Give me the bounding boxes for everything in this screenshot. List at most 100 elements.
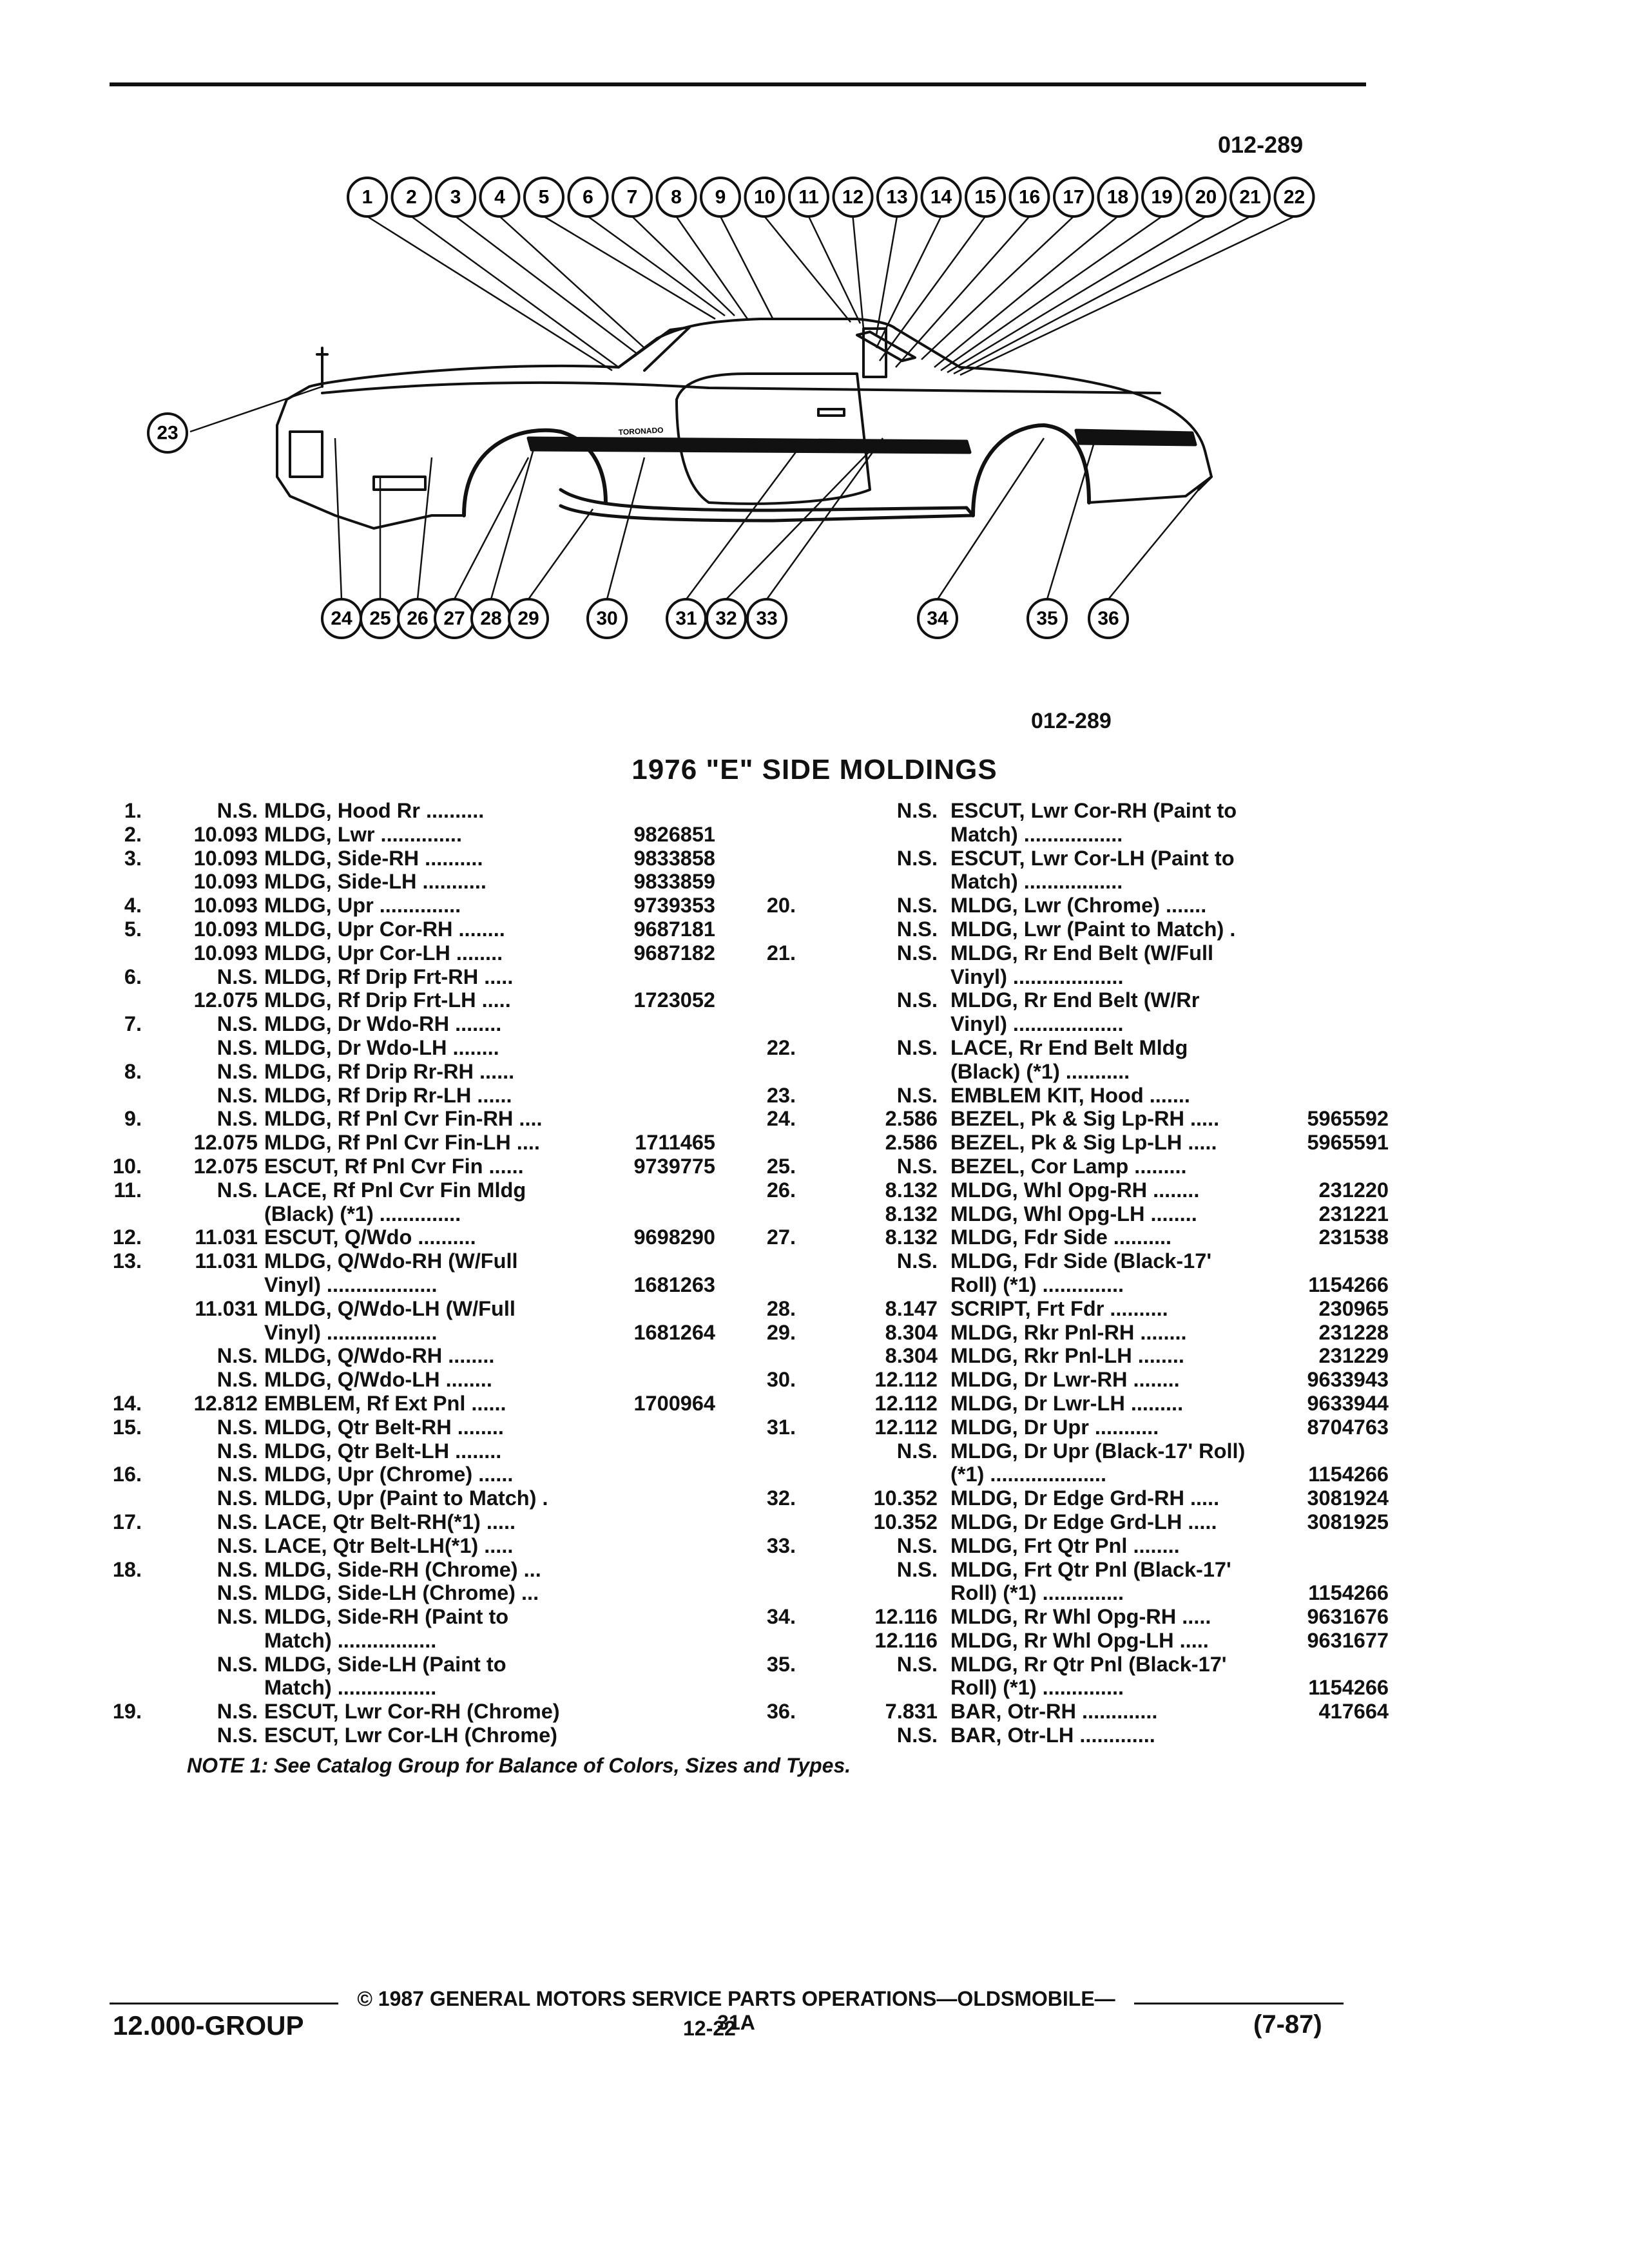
item-description: ESCUT, Lwr Cor-LH (Paint to (950, 847, 1235, 870)
item-keyword: MLDG, (950, 1652, 1018, 1676)
svg-text:16: 16 (1019, 187, 1040, 208)
item-description: MLDG, Qtr Belt-LH ........ (264, 1439, 501, 1463)
item-text: Qtr Belt-LH(*1) ..... (327, 1533, 514, 1557)
item-keyword: ESCUT, (264, 1154, 339, 1178)
item-keyword: MLDG, (950, 1344, 1018, 1368)
item-keyword: MLDG, (950, 1391, 1018, 1415)
item-pn: 9698290 (633, 1225, 715, 1249)
item-text: Rf Pnl Cvr Fin ...... (338, 1154, 524, 1178)
item-text: Fdr Side (Black-17' (1017, 1249, 1212, 1273)
item-description: MLDG, Fdr Side (Black-17' (950, 1249, 1211, 1273)
item-keyword: LACE, (264, 1178, 327, 1202)
item-num: 14. (112, 1391, 142, 1415)
item-grp: 8.132 (885, 1178, 938, 1202)
svg-text:15: 15 (974, 187, 996, 208)
item-description: MLDG, Rf Pnl Cvr Fin-LH .... (264, 1131, 540, 1155)
item-text: Side-LH ........... (331, 870, 487, 894)
item-text: Rf Pnl Cvr Fin-RH .... (331, 1107, 543, 1131)
item-pn: 3081925 (1307, 1510, 1389, 1533)
list-item: N.S.MLDG, Qtr Belt-LH ........ (103, 1439, 747, 1463)
svg-text:30: 30 (596, 608, 617, 629)
item-pn: 9739775 (633, 1154, 715, 1178)
item-keyword: MLDG, (950, 1225, 1018, 1249)
svg-text:18: 18 (1107, 187, 1128, 208)
item-description: Roll) (*1) .............. (950, 1581, 1124, 1605)
item-description: MLDG, Dr Edge Grd-LH ..... (950, 1510, 1217, 1534)
callout-26: 26 (397, 598, 438, 639)
item-keyword: MLDG, (950, 1510, 1018, 1533)
item-num: 26. (766, 1178, 796, 1202)
item-text: Otr-LH ............. (1001, 1724, 1155, 1747)
item-pn: 1700964 (633, 1391, 715, 1415)
item-text: Rf Pnl Cvr Fin Mldg (327, 1178, 526, 1202)
item-description: MLDG, Rr Qtr Pnl (Black-17' (950, 1653, 1227, 1677)
item-grp: N.S. (217, 1107, 258, 1131)
list-item: Match) ................. (757, 870, 1395, 894)
list-item: 23.N.S.EMBLEM KIT, Hood ....... (757, 1084, 1395, 1108)
item-num: 24. (766, 1107, 796, 1131)
item-num: 20. (766, 894, 796, 918)
item-text: Roll) (*1) .............. (950, 1273, 1124, 1296)
figure-ref-top: 012-289 (1218, 131, 1304, 158)
item-description: ESCUT, Lwr Cor-RH (Chrome) (264, 1700, 560, 1724)
item-num: 18. (112, 1557, 142, 1581)
item-text: (*1) .................... (950, 1463, 1106, 1486)
item-description: MLDG, Fdr Side .......... (950, 1225, 1171, 1249)
svg-text:7: 7 (627, 187, 638, 208)
item-grp: N.S. (217, 1581, 258, 1605)
item-text: Vinyl) ................... (950, 965, 1124, 988)
item-description: MLDG, Side-LH (Chrome) ... (264, 1581, 539, 1605)
list-item: 17.N.S.LACE, Qtr Belt-RH(*1) ..... (103, 1510, 747, 1534)
list-item: N.S.MLDG, Side-LH (Chrome) ... (103, 1581, 747, 1605)
footer-rule-right (1134, 2003, 1344, 2004)
item-description: MLDG, Side-RH (Paint to (264, 1605, 508, 1629)
item-text: Rr End Belt Mldg (1013, 1035, 1188, 1059)
callout-1: 1 (347, 177, 388, 218)
item-grp: N.S. (896, 1035, 938, 1059)
item-pn: 1711465 (635, 1131, 715, 1155)
callout-17: 17 (1053, 177, 1094, 218)
item-keyword: MLDG, (264, 894, 332, 918)
list-item: Roll) (*1) ..............1154266 (757, 1581, 1395, 1605)
item-description: MLDG, Rkr Pnl-RH ........ (950, 1321, 1187, 1345)
item-keyword: BEZEL, (950, 1131, 1025, 1155)
item-grp: N.S. (896, 799, 938, 822)
item-description: MLDG, Whl Opg-RH ........ (950, 1178, 1199, 1202)
item-text: Match) ................. (950, 822, 1123, 846)
svg-text:21: 21 (1239, 187, 1260, 208)
item-text: Upr (Paint to Match) . (331, 1486, 548, 1510)
item-num: 13. (112, 1249, 142, 1273)
list-item: Match) ................. (103, 1629, 747, 1653)
item-num: 11. (113, 1178, 142, 1202)
callout-20: 20 (1185, 177, 1227, 218)
item-keyword: BEZEL, (950, 1154, 1025, 1178)
callout-2: 2 (390, 177, 432, 218)
item-keyword: LACE, (264, 1510, 327, 1533)
footer-copyright: © 1987 GENERAL MOTORS SERVICE PARTS OPER… (357, 1987, 1115, 2034)
item-pn: 9631677 (1307, 1628, 1389, 1652)
item-pn: 9833859 (633, 870, 715, 894)
item-pn: 3081924 (1307, 1486, 1389, 1510)
item-grp: 12.812 (193, 1391, 258, 1415)
item-description: MLDG, Q/Wdo-LH ........ (264, 1368, 492, 1392)
item-grp: N.S. (896, 1557, 938, 1581)
item-num: 25. (766, 1154, 796, 1178)
item-keyword: MLDG, (264, 799, 332, 822)
item-pn: 9633944 (1307, 1391, 1389, 1415)
item-description: MLDG, Rf Pnl Cvr Fin-RH .... (264, 1107, 543, 1131)
item-description: MLDG, Side-LH ........... (264, 870, 487, 894)
svg-text:12: 12 (842, 187, 863, 208)
item-grp: N.S. (896, 917, 938, 941)
top-rule (110, 82, 1366, 86)
footer-date: (7-87) (1253, 2010, 1322, 2039)
item-grp: 12.112 (874, 1415, 938, 1439)
item-grp: N.S. (217, 1344, 258, 1368)
item-text: Frt Qtr Pnl ........ (1017, 1533, 1180, 1557)
svg-text:26: 26 (407, 608, 428, 629)
item-pn: 1154266 (1308, 1273, 1389, 1296)
